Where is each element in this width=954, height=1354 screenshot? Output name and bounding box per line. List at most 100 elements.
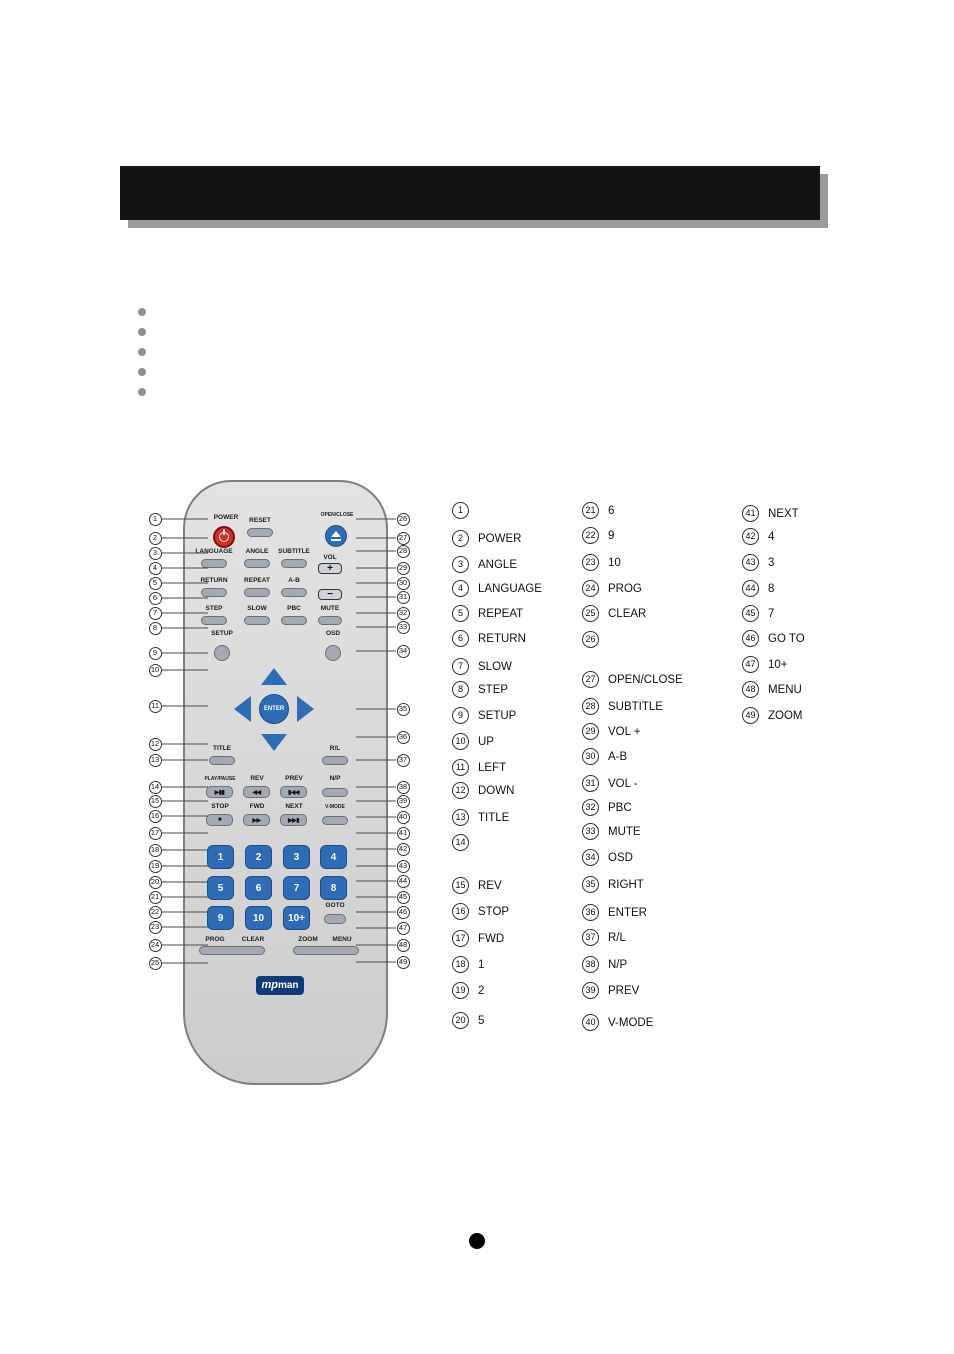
legend-number: 10 [452,733,469,750]
ab-button [281,588,307,597]
callout-39: 39 [396,794,410,808]
goto-label: GOTO [325,902,345,909]
legend-number: 13 [452,809,469,826]
prog-label: PROG [205,936,225,943]
bullet-dot [138,348,146,356]
legend-label: GO TO [768,632,805,645]
enter-button: ENTER [259,694,289,724]
legend-number: 40 [582,1014,599,1031]
legend-label: 2 [478,984,485,997]
return-button [201,588,227,597]
legend-number: 22 [582,527,599,544]
legend-label: SUBTITLE [608,700,663,713]
vmode-button [322,816,348,825]
legend-item: 14 [452,834,478,851]
callout-36: 36 [396,730,410,744]
legend-number: 42 [742,528,759,545]
legend-number: 37 [582,929,599,946]
callout-5: 5 [148,576,162,590]
legend-number: 20 [452,1012,469,1029]
prog-clear-button-bar [199,946,265,955]
legend-label: POWER [478,532,522,545]
legend-label: RETURN [478,632,526,645]
legend-number: 8 [452,681,469,698]
callout-26: 26 [396,512,410,526]
numpad-button-5: 5 [207,876,234,900]
numpad-button-8: 8 [320,876,347,900]
legend-label: DOWN [478,784,515,797]
playpause-button: ▶▮▮ [206,786,233,798]
callout-12: 12 [148,737,162,751]
legend-number: 32 [582,799,599,816]
vol-minus-button: − [318,589,342,600]
setup-label: SETUP [211,630,233,637]
callout-16: 16 [148,809,162,823]
callout-1: 1 [148,512,162,526]
legend-label: MENU [768,683,802,696]
rl-label: R/L [329,745,341,752]
legend-number: 5 [452,605,469,622]
np-button [322,788,348,797]
pbc-label: PBC [287,605,301,612]
legend-label: R/L [608,931,626,944]
title-button [209,756,235,765]
legend-number: 34 [582,849,599,866]
legend-label: VOL - [608,777,638,790]
numpad-button-10: 10 [245,906,272,930]
numpad-button-6: 6 [245,876,272,900]
title-label: TITLE [212,745,232,752]
numpad-button-1: 1 [207,845,234,869]
legend-number: 49 [742,707,759,724]
legend-number: 26 [582,631,599,648]
callout-23: 23 [148,920,162,934]
legend-number: 43 [742,554,759,571]
power-button [213,526,235,548]
open-close-button [325,525,347,547]
clear-label: CLEAR [241,936,265,943]
callout-48: 48 [396,938,410,952]
step-button [201,616,227,625]
legend-number: 23 [582,554,599,571]
eject-icon-bar [331,538,341,541]
callout-40: 40 [396,810,410,824]
zoom-label: ZOOM [298,936,318,943]
prev-label: PREV [285,775,303,782]
repeat-button [244,588,270,597]
bullet-dot [138,328,146,336]
callout-33: 33 [396,620,410,634]
numpad-button-4: 4 [320,845,347,869]
mute-button [318,616,342,625]
callout-32: 32 [396,606,410,620]
callout-49: 49 [396,955,410,969]
zoom-menu-button-bar [293,946,359,955]
vol-label: VOL [323,554,337,561]
language-button [201,559,227,568]
slow-label: SLOW [247,605,267,612]
legend-label: MUTE [608,825,641,838]
callout-2: 2 [148,531,162,545]
osd-button [325,645,341,661]
mute-label: MUTE [320,605,340,612]
callout-10: 10 [148,663,162,677]
rev-label: REV [250,775,264,782]
next-button: ▶▶▮ [280,814,307,826]
menu-label: MENU [332,936,352,943]
right-arrow-button [297,696,314,722]
legend-label: VOL + [608,725,641,738]
legend-label: CLEAR [608,607,647,620]
legend-number: 16 [452,903,469,920]
reset-button [247,528,273,537]
